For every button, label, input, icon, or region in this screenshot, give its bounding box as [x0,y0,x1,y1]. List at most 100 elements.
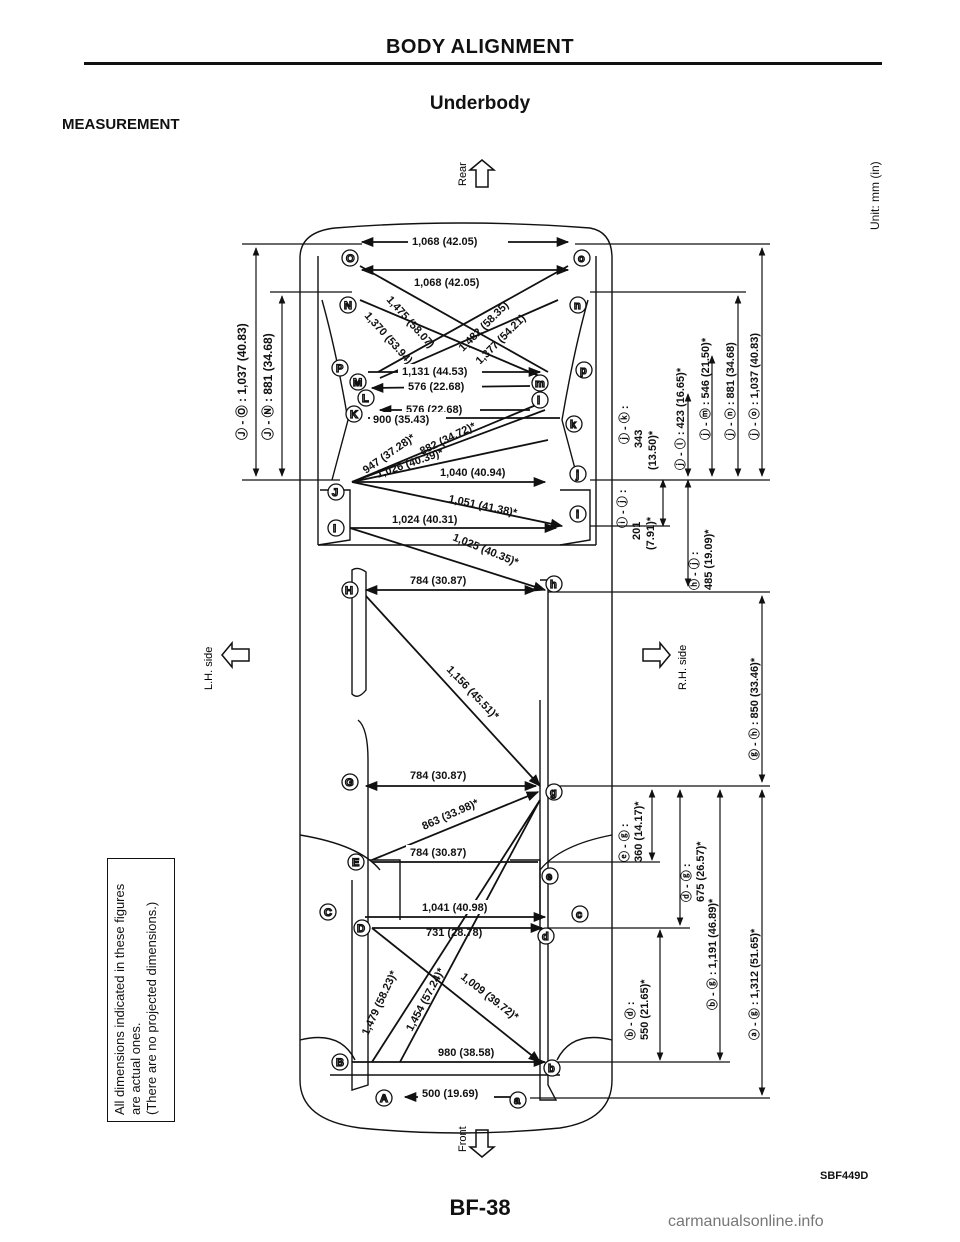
point-M: M [349,373,367,391]
point-H: H [341,581,359,599]
side-dim-label: ⓓ - ⓖ : [679,864,693,903]
dim-label: 1,040 (40.94) [440,467,506,479]
side-dim-label: 550 (21.65)* [639,979,651,1040]
side-dim-label: Ⓙ - Ⓞ : 1,037 (40.83) [234,323,249,440]
svg-text:o: o [578,253,585,265]
point-I: I [327,519,345,537]
point-L: L [357,389,375,407]
lh-side-label: L.H. side [203,647,215,690]
page-header-title: BODY ALIGNMENT [385,36,575,58]
dim-label: 1,041 (40.98) [422,902,488,914]
svg-text:P: P [336,363,343,375]
svg-text:N: N [344,300,352,312]
point-N: N [339,296,357,314]
figure-code: SBF449D [820,1170,869,1182]
point-b: b [543,1059,561,1077]
svg-text:G: G [345,777,354,789]
svg-text:O: O [346,253,355,265]
svg-text:d: d [542,931,549,943]
note-box: All dimensions indicated in these figure… [107,858,175,1122]
svg-text:m: m [535,378,545,390]
side-dim-label: ⓙ - ⓝ : 881 (34.68) [723,342,737,440]
point-p: p [575,361,593,379]
point-g: g [545,783,563,801]
side-dim-label: ⓑ - ⓓ : [623,1002,637,1041]
point-A: A [375,1089,393,1107]
front-arrow-icon [467,1129,497,1158]
dim-label: 980 (38.58) [438,1047,495,1059]
dim-label: 784 (30.87) [410,575,467,587]
svg-text:H: H [345,585,353,597]
side-dim-label: ⓙ - ⓞ : 1,037 (40.83) [747,333,761,440]
right-vertical-dimensions [530,243,770,1099]
point-i: i [569,505,587,523]
page-number: BF-38 [449,1195,511,1220]
point-K: K [345,405,363,423]
svg-text:h: h [550,579,557,591]
side-dim-label: 675 (26.57)* [695,841,707,902]
point-C: C [319,903,337,921]
front-label: Front [457,1126,469,1152]
side-dim-label: 360 (14.17)* [633,801,645,862]
side-dim-label: 485 (19.09)* [703,529,715,590]
point-n: n [569,296,587,314]
dim-label: 1,454 (57.24)* [404,966,448,1034]
svg-text:n: n [574,300,581,312]
side-dim-label: (13.50)* [647,430,659,470]
dim-label: 500 (19.69) [422,1088,479,1100]
point-E: E [347,853,365,871]
point-m: m [531,374,549,392]
point-O: O [341,249,359,267]
rear-label: Rear [457,162,469,186]
point-h: h [545,575,563,593]
svg-text:I: I [333,523,336,535]
body-outline [299,222,613,1134]
point-a: a [509,1091,527,1109]
side-dim-label: ⓗ - ⓙ : [687,552,701,591]
svg-text:A: A [380,1093,388,1105]
dim-label: 576 (22.68) [408,381,465,393]
side-dim-label: ⓙ - ⓚ : [617,406,631,445]
point-markers: O o N n P p M m L l K k J j I i H h G g … [319,249,593,1109]
diagram-subtitle: Underbody [429,93,531,114]
svg-text:p: p [580,365,587,377]
rh-arrow-icon [642,640,671,670]
lh-arrow-icon [221,640,250,670]
point-B: B [331,1053,349,1071]
point-P: P [331,359,349,377]
side-dim-label: ⓐ - ⓖ : 1,312 (51.65)* [747,928,761,1040]
point-k: k [565,415,583,433]
point-l: l [531,391,549,409]
side-dim-label: ⓑ - ⓖ : 1,191 (46.89)* [705,898,719,1010]
svg-text:E: E [352,857,359,869]
svg-text:g: g [550,787,557,799]
svg-text:l: l [537,395,540,407]
rear-arrow-icon [467,159,497,188]
svg-text:c: c [576,909,582,921]
left-vertical-dimensions [242,243,362,481]
svg-text:k: k [570,419,577,431]
side-dim-label: Ⓙ - Ⓝ : 881 (34.68) [260,333,275,440]
side-dim-label: (7.91)* [645,516,657,550]
dim-label: 1,024 (40.31) [392,514,458,526]
section-label: MEASUREMENT [62,116,180,133]
svg-text:e: e [546,871,552,883]
dim-label: 1,131 (44.53) [402,366,468,378]
dim-label: 1,009 (39.72)* [458,971,521,1024]
dim-label: 900 (35.43) [373,414,430,426]
dim-label: 1,051 (41.38)* [447,493,518,519]
dim-label: 784 (30.87) [410,770,467,782]
watermark: carmanualsonline.info [668,1213,824,1230]
svg-text:M: M [353,377,362,389]
svg-text:j: j [575,469,579,481]
point-D: D [353,919,371,937]
rh-side-label: R.H. side [677,645,689,690]
side-dim-label: ⓔ - ⓖ : [617,824,631,863]
svg-text:i: i [576,509,579,521]
point-j: j [569,465,587,483]
dim-label: 1,156 (45.51)* [444,664,502,723]
dim-label: 784 (30.87) [410,847,467,859]
svg-text:K: K [350,409,358,421]
point-e: e [541,867,559,885]
